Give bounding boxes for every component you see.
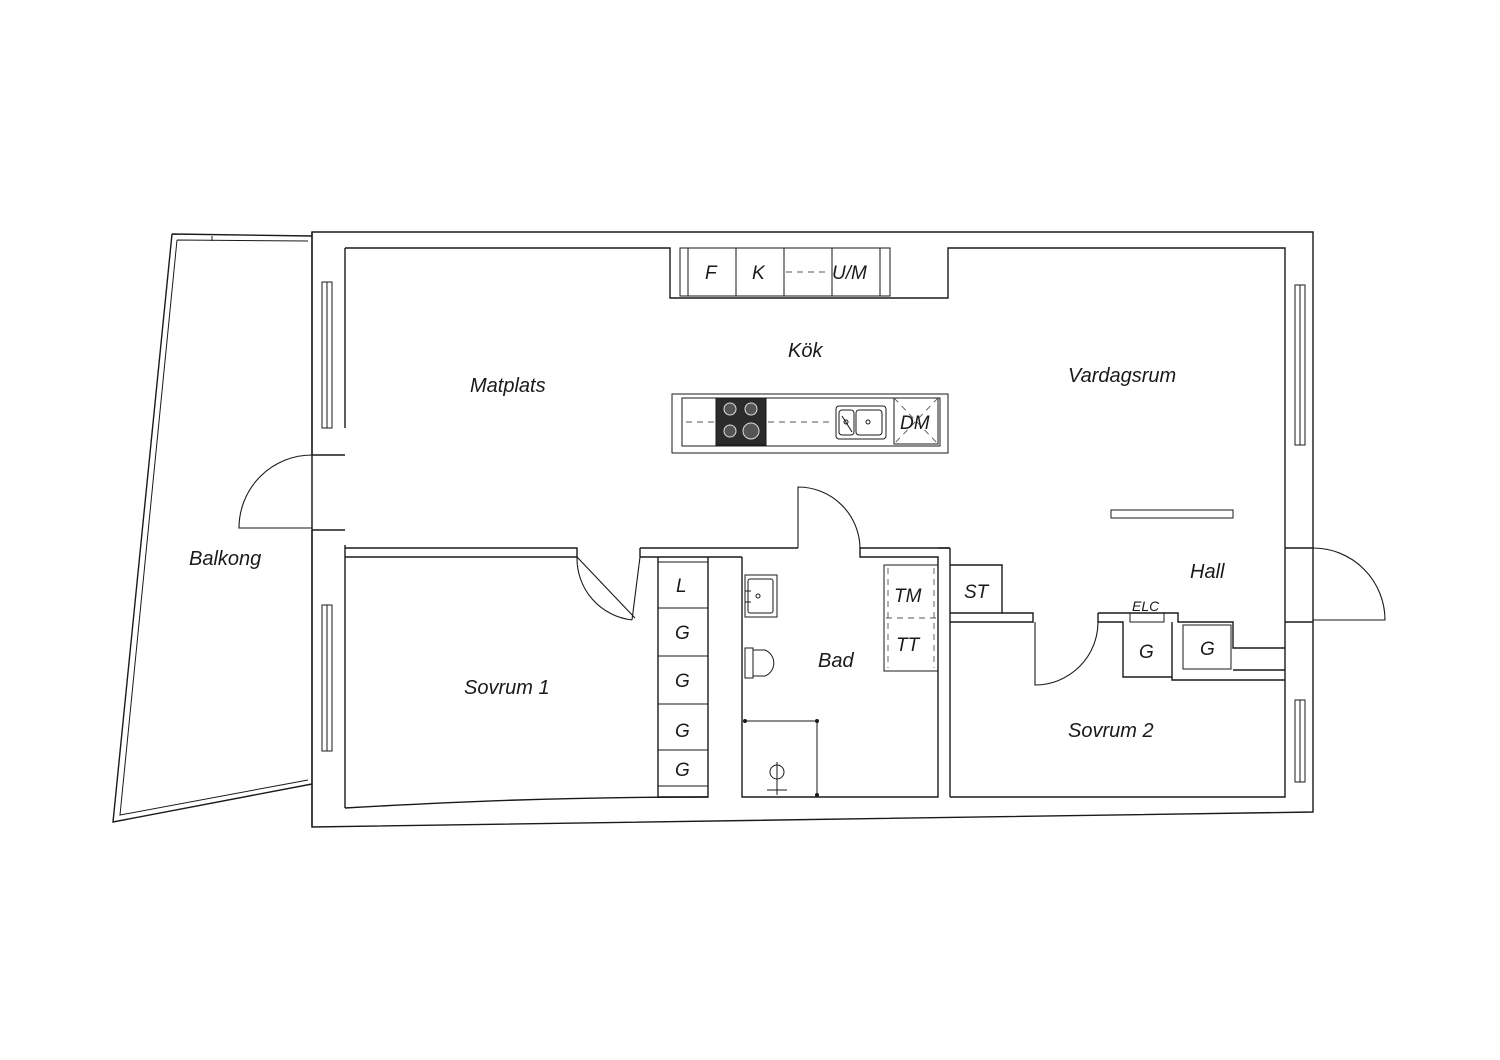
label-dryer: TT: [896, 635, 921, 656]
windows: [321, 281, 1306, 783]
balcony: [112, 233, 313, 823]
label-bad: Bad: [818, 650, 854, 672]
kitchen-wall-units: [679, 247, 891, 297]
label-wardrobe-4: G: [675, 760, 690, 781]
label-electric: ELC: [1132, 598, 1160, 614]
label-kok: Kök: [788, 340, 823, 362]
kitchen-island: [671, 393, 949, 454]
label-washer: TM: [894, 586, 922, 607]
label-sovrum2: Sovrum 2: [1068, 720, 1154, 742]
label-sovrum1: Sovrum 1: [464, 677, 550, 699]
kitchen-sink-icon: [835, 405, 887, 440]
label-vardagsrum: Vardagsrum: [1068, 365, 1176, 387]
label-storage: ST: [964, 582, 990, 603]
label-wardrobe-2: G: [675, 671, 690, 692]
interior-walls: [312, 454, 1313, 798]
label-balkong: Balkong: [189, 548, 261, 570]
label-oven-micro: U/M: [832, 263, 867, 284]
label-wardrobe-3: G: [675, 721, 690, 742]
hob-icon: [715, 397, 767, 446]
label-wardrobe-hall-2: G: [1200, 639, 1215, 660]
label-wardrobe-hall-1: G: [1139, 642, 1154, 663]
label-fridge: F: [705, 263, 718, 284]
label-linen: L: [676, 576, 687, 597]
label-freezer: K: [752, 263, 766, 284]
label-dishwasher: DM: [900, 413, 930, 434]
toilet-icon: [744, 647, 775, 679]
bathroom-fixtures: [743, 564, 939, 797]
closets: [658, 561, 708, 787]
shower-icon: [743, 719, 819, 797]
bathroom-sink-icon: [744, 574, 778, 618]
doors: [238, 454, 1386, 686]
label-matplats: Matplats: [470, 375, 546, 397]
label-hall: Hall: [1190, 561, 1225, 583]
label-wardrobe-1: G: [675, 623, 690, 644]
outer-walls: [311, 231, 1314, 828]
